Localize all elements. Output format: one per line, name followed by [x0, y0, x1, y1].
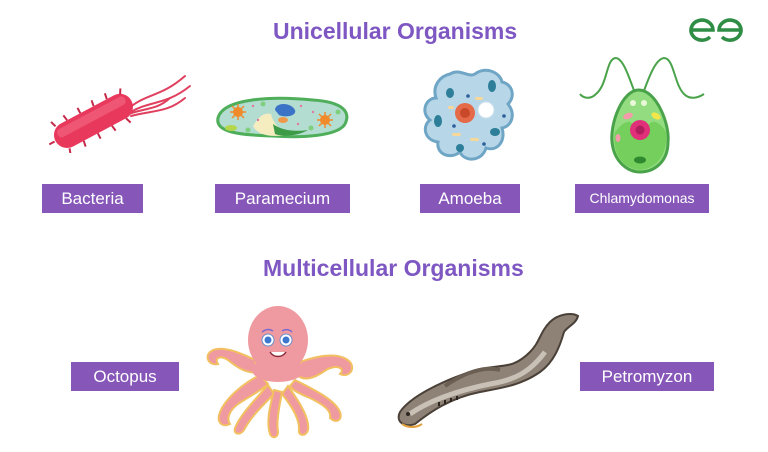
petromyzon-illustration: [397, 313, 580, 428]
unicellular-title: Unicellular Organisms: [273, 18, 518, 44]
geeksforgeeks-logo-icon: [689, 18, 743, 42]
label-chlamydomonas: Chlamydomonas: [575, 184, 709, 213]
paramecium-illustration: [216, 96, 349, 139]
amoeba-illustration: [423, 68, 514, 161]
label-amoeba: Amoeba: [420, 184, 520, 213]
label-paramecium: Paramecium: [215, 184, 350, 213]
label-petromyzon: Petromyzon: [580, 362, 714, 391]
label-bacteria: Bacteria: [42, 184, 143, 213]
label-octopus: Octopus: [71, 362, 179, 391]
chlamydomonas-illustration: [579, 56, 705, 174]
octopus-illustration: [206, 306, 354, 439]
multicellular-title: Multicellular Organisms: [263, 255, 524, 281]
bacteria-illustration: [48, 75, 191, 153]
